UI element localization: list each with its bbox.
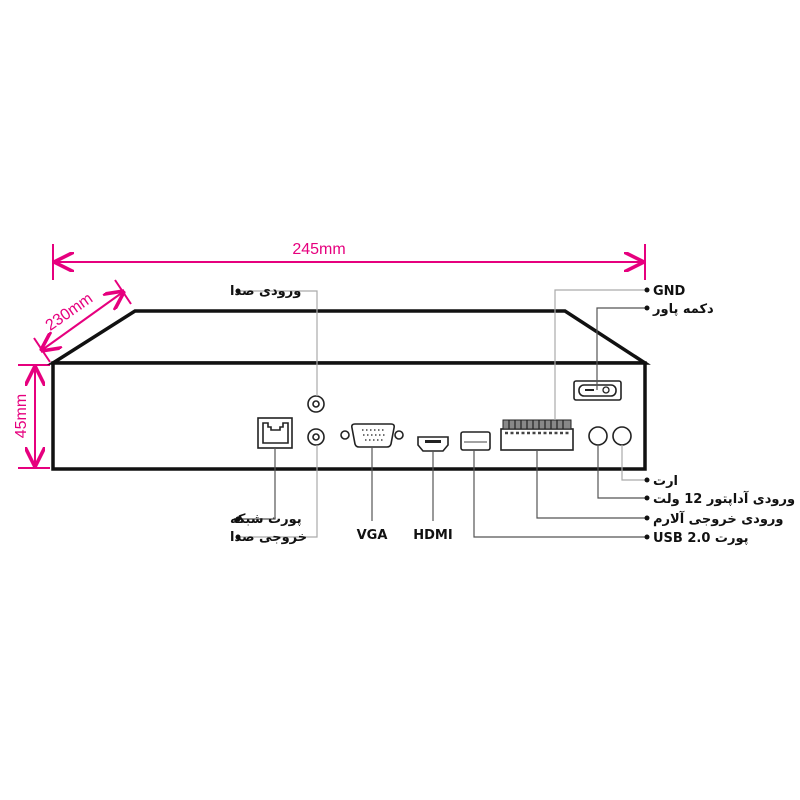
height-dimension: 45mm <box>13 364 50 469</box>
height-label: 45mm <box>13 394 30 438</box>
label-vga: VGA <box>357 528 388 543</box>
label-power-button: دکمه پاور <box>652 302 714 317</box>
leader-dots <box>235 287 650 540</box>
label-audio-out: خروجی صدا <box>230 530 307 545</box>
rj45-port-icon <box>257 417 293 449</box>
depth-label: 230mm <box>43 290 96 335</box>
label-gnd: GND <box>653 284 686 299</box>
earth-terminal-icon <box>612 426 632 446</box>
label-audio-in: ورودی صدا <box>230 284 301 299</box>
adapter-jack-icon <box>588 426 608 446</box>
label-adapter-input: ورودی آداپتور 12 ولت <box>653 490 795 507</box>
vga-port-icon <box>340 423 404 448</box>
width-dimension: 245mm <box>52 241 646 280</box>
alarm-terminal-block-icon <box>500 419 574 451</box>
device-body <box>46 309 651 471</box>
label-network-port: پورت شبکه <box>230 512 302 527</box>
width-label: 245mm <box>292 241 345 258</box>
leader-lines <box>240 289 645 538</box>
label-earth: ارت <box>653 474 678 489</box>
hdmi-port-icon <box>417 436 449 452</box>
label-usb: پورت USB 2.0 <box>653 531 749 546</box>
label-alarm-io: ورودی خروجی آلارم <box>653 510 784 527</box>
usb-port-icon <box>460 431 491 451</box>
label-hdmi: HDMI <box>413 528 452 543</box>
